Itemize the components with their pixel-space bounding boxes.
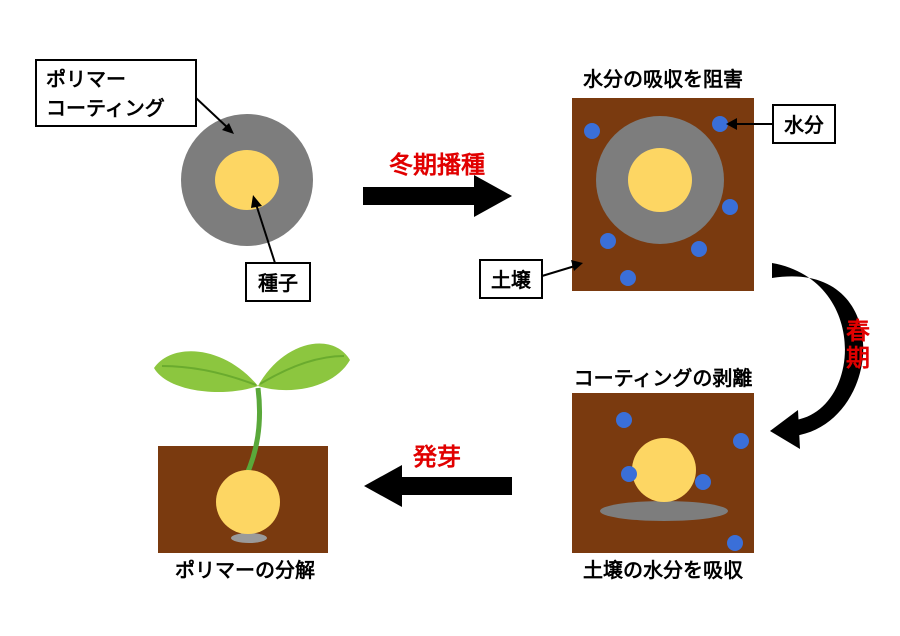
sown-seed-stage: 水分の吸収を阻害 — [572, 67, 754, 291]
water-droplet — [691, 241, 707, 257]
spring-arrow: 春 期 — [770, 263, 870, 449]
seedling-stem — [243, 387, 262, 478]
coating-peel-stage: コーティングの剥離 土壌の水分を吸収 — [572, 366, 754, 582]
spring-arrow-head — [770, 410, 800, 449]
winter-sowing-arrow: 冬期播種 — [363, 151, 512, 217]
right-leaf-vein — [259, 355, 345, 385]
germination-label: 発芽 — [412, 443, 461, 471]
soil-label-box — [479, 259, 543, 299]
water-callout: 水分 — [726, 104, 836, 144]
seed-core-2 — [628, 148, 692, 212]
coated-seed-stage — [181, 114, 313, 246]
left-cotyledon-leaf — [154, 351, 258, 392]
water-droplet — [584, 123, 600, 139]
polymer-coating-label-line1: ポリマー — [46, 67, 126, 91]
spring-label-char2: 期 — [846, 344, 870, 372]
seed-label: 種子 — [258, 271, 298, 295]
seed-core-3 — [632, 438, 696, 502]
blocks-water-title: 水分の吸収を阻害 — [583, 67, 743, 91]
right-cotyledon-leaf — [258, 343, 350, 391]
germination-arrow-head — [364, 465, 402, 507]
polymer-coating-callout: ポリマー コーティング — [35, 59, 234, 134]
winter-sowing-label: 冬期播種 — [389, 151, 485, 179]
seed-core-4 — [216, 470, 280, 534]
water-label-box — [772, 104, 836, 144]
soil-water-absorb-title: 土壌の水分を吸収 — [583, 558, 744, 582]
water-droplet — [727, 535, 743, 551]
seed-core — [215, 150, 279, 210]
coating-peel-title: コーティングの剥離 — [574, 366, 753, 390]
soil-pointer — [541, 265, 576, 277]
water-droplet — [722, 199, 738, 215]
seed-pointer — [255, 203, 276, 264]
winter-sowing-arrow-shaft — [363, 187, 475, 205]
water-droplet — [733, 433, 749, 449]
polymer-coating-label-line2: コーティング — [46, 96, 165, 120]
spring-arrow-body — [772, 263, 864, 436]
polymer-coating-pointer-head — [222, 123, 234, 134]
water-droplet — [600, 233, 616, 249]
soil-label: 土壌 — [491, 268, 532, 292]
water-droplet — [616, 412, 632, 428]
decomposed-polymer-residue — [231, 533, 267, 543]
polymer-coating-pointer — [195, 97, 229, 129]
water-droplet — [695, 474, 711, 490]
germination-arrow-shaft — [401, 477, 512, 495]
seed-label-box — [245, 262, 311, 302]
polymer-decompose-title: ポリマーの分解 — [175, 558, 315, 582]
peeled-coating — [600, 501, 728, 521]
seed-pointer-head — [251, 195, 262, 208]
spring-label-char1: 春 — [846, 317, 870, 345]
water-pointer-head — [726, 118, 737, 130]
polymer-coating-label-box — [35, 59, 197, 127]
soil-callout: 土壌 — [479, 259, 583, 299]
seedling-stage: ポリマーの分解 — [154, 343, 350, 582]
water-label: 水分 — [784, 113, 824, 137]
seed-callout: 種子 — [245, 195, 311, 302]
winter-sowing-arrow-head — [474, 175, 512, 217]
left-leaf-vein — [161, 365, 257, 386]
soil-pointer-head — [571, 260, 583, 271]
water-droplet — [620, 270, 636, 286]
water-droplet — [621, 466, 637, 482]
germination-arrow: 発芽 — [364, 443, 512, 507]
water-droplet — [712, 116, 728, 132]
